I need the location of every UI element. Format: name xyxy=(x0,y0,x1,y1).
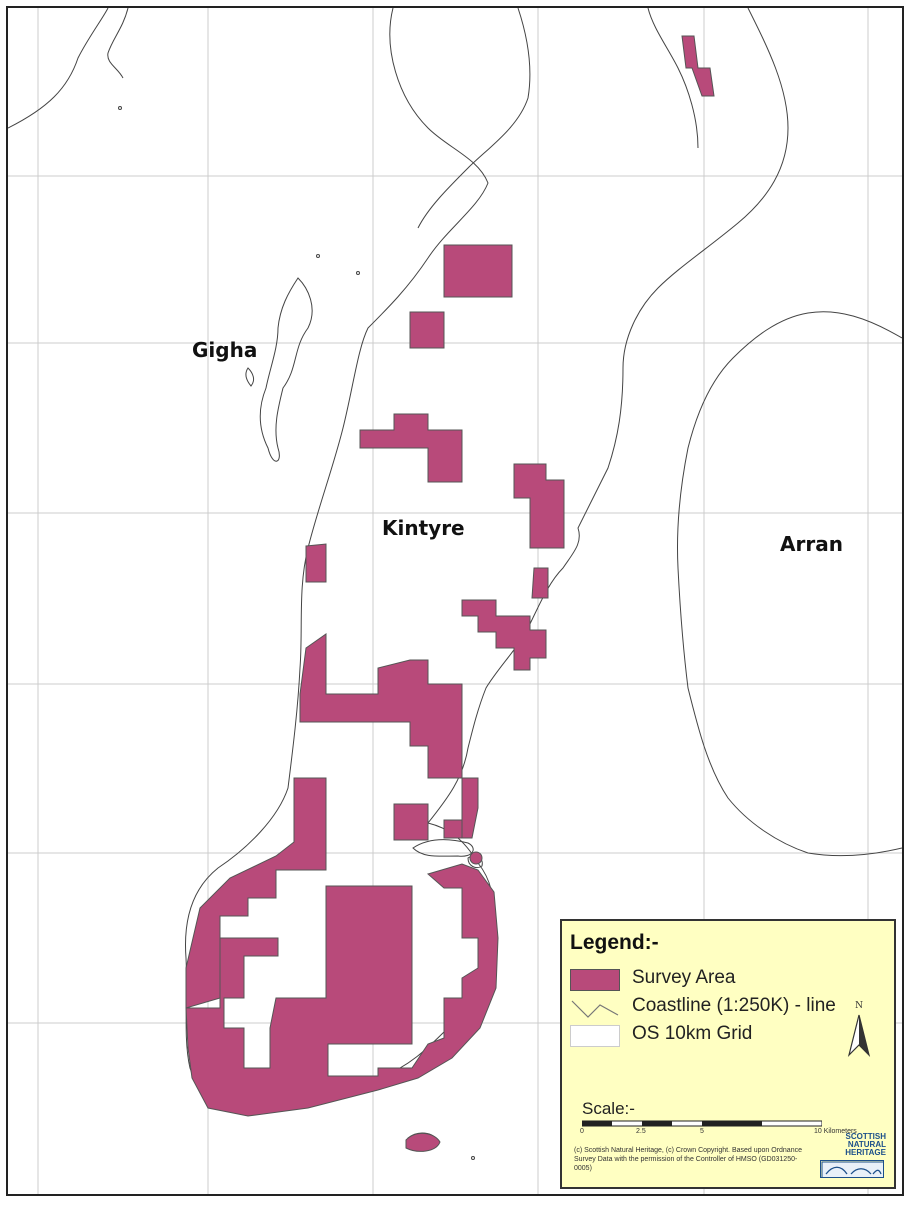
label-gigha: Gigha xyxy=(192,338,258,362)
copyright-text: (c) Scottish Natural Heritage, (c) Crown… xyxy=(574,1147,802,1172)
scale-title: Scale:- xyxy=(582,1099,635,1118)
survey-areas xyxy=(185,35,715,1152)
survey-area-swatch xyxy=(570,969,620,991)
coastline-swatch xyxy=(571,1000,619,1018)
legend-item-label: Coastline (1:250K) - line xyxy=(632,995,836,1016)
scale-tick-4: 10 Kilometers xyxy=(814,1128,857,1135)
scale-tick-1: 2.5 xyxy=(636,1128,646,1135)
north-label: N xyxy=(855,1001,863,1011)
map-frame: Gigha Kintyre Arran Legend:- Survey Area… xyxy=(6,6,904,1196)
snh-emblem-icon xyxy=(820,1160,885,1179)
north-arrow-icon xyxy=(847,1014,871,1057)
north-arrow: N xyxy=(844,1001,874,1071)
coastline xyxy=(8,8,902,1160)
map-canvas xyxy=(8,8,902,1194)
org-name: SCOTTISH NATURAL HERITAGE xyxy=(845,1132,886,1157)
legend-title: Legend:- xyxy=(570,931,659,954)
scale-bar xyxy=(582,1120,822,1127)
label-kintyre: Kintyre xyxy=(382,516,465,540)
legend-item-label: Survey Area xyxy=(632,967,736,988)
os-grid-swatch xyxy=(570,1025,620,1047)
os-grid xyxy=(8,8,902,1194)
label-arran: Arran xyxy=(780,532,843,556)
legend-panel: Legend:- Survey Area Coastline (1:250K) … xyxy=(560,919,896,1189)
legend-item-label: OS 10km Grid xyxy=(632,1023,753,1044)
scale-tick-0: 0 xyxy=(580,1128,584,1135)
snh-logo: SCOTTISH NATURAL HERITAGE xyxy=(820,1133,886,1183)
scale-tick-2: 5 xyxy=(700,1128,704,1135)
